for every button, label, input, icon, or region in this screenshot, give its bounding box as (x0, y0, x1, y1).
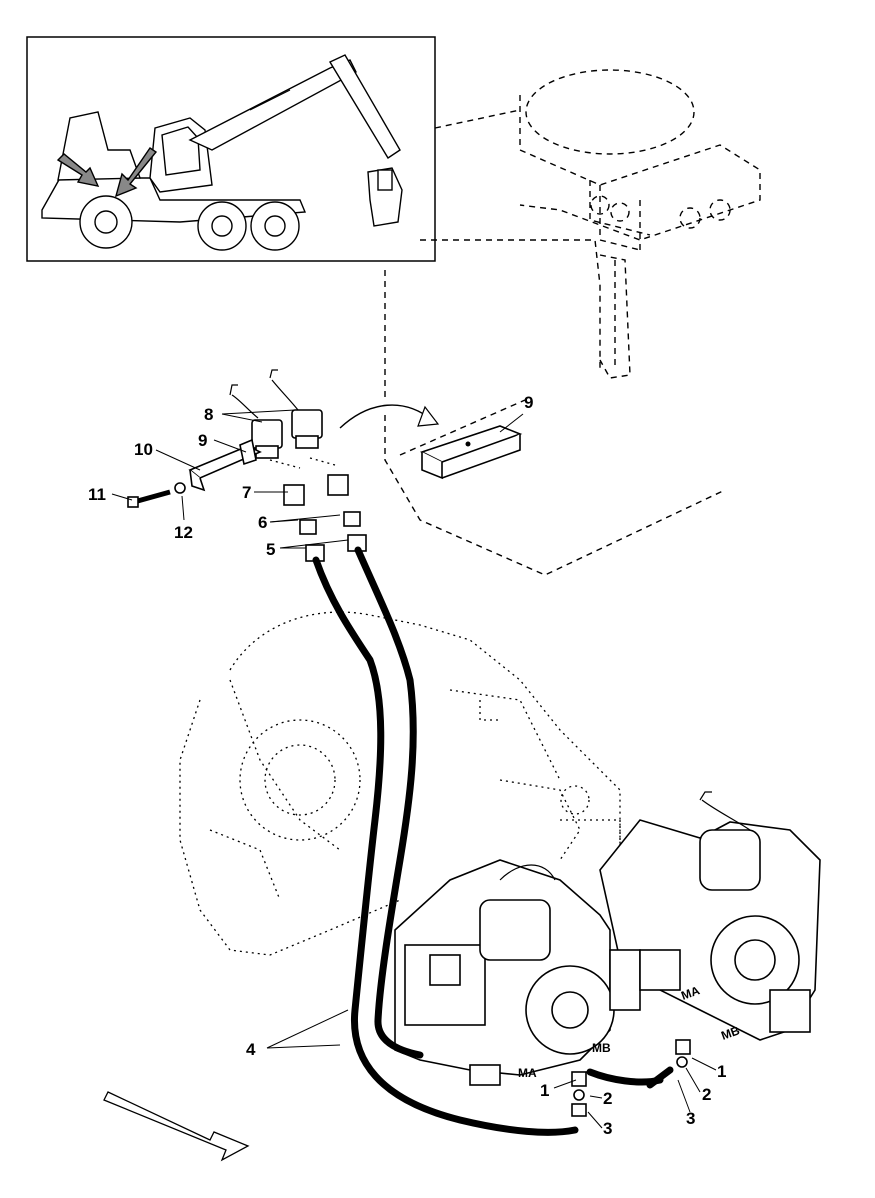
callout-3-left: 3 (603, 1119, 612, 1138)
transmission-outline (179, 611, 621, 956)
callout-4: 4 (246, 1040, 256, 1059)
harvester-machine-icon (41, 54, 403, 251)
direction-arrow-icon (103, 1091, 250, 1162)
callout-7: 7 (242, 483, 251, 502)
callout-1-right: 1 (717, 1062, 726, 1081)
port-label-ma-left: MA (518, 1066, 537, 1080)
callout-2-left: 2 (603, 1089, 612, 1108)
hose-fittings-upper (269, 457, 367, 562)
mounting-bracket-right (419, 425, 523, 480)
callout-3-right: 3 (686, 1109, 695, 1128)
callout-11: 11 (88, 485, 106, 504)
callout-6: 6 (258, 513, 267, 532)
washer (174, 482, 186, 494)
callout-numbers: 8 9 10 11 12 7 6 5 9 4 1 2 3 1 2 3 (88, 393, 726, 1138)
sensor-bracket (188, 438, 262, 492)
bolt (127, 489, 171, 508)
port-label-mb-right: MB (719, 1023, 742, 1043)
callout-8: 8 (204, 405, 213, 424)
callout-10: 10 (134, 440, 153, 459)
callout-1-left: 1 (540, 1081, 549, 1100)
pressure-sensors (229, 369, 323, 459)
callout-9-left: 9 (198, 431, 207, 450)
machine-frame-outline (384, 69, 761, 576)
port-label-ma-right: MA (679, 983, 702, 1003)
hydraulic-pump-assembly: MA MB MA MB (394, 791, 821, 1117)
leader-lines (111, 409, 717, 1129)
hydraulic-hoses (312, 546, 674, 1136)
callout-9-right: 9 (524, 393, 533, 412)
callout-5: 5 (266, 540, 275, 559)
callout-2-right: 2 (702, 1085, 711, 1104)
machine-inset (26, 36, 436, 262)
callout-12: 12 (174, 523, 193, 542)
port-label-mb-left: MB (592, 1041, 611, 1055)
